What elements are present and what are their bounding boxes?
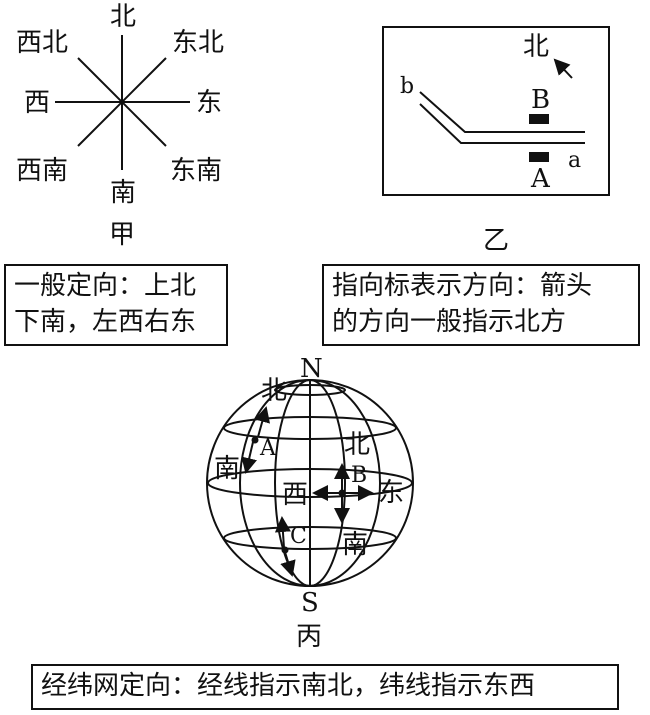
label-B-east: 东 — [378, 478, 405, 508]
label-B: B — [351, 463, 368, 488]
north-arrow-icon — [553, 58, 573, 79]
point-C — [281, 546, 289, 554]
map-frame — [382, 26, 610, 196]
rose-ne-sw-line — [77, 57, 167, 147]
caption-jia: 甲 — [109, 220, 136, 250]
dir-northwest: 西北 — [16, 28, 69, 58]
label-B-north: 北 — [344, 430, 371, 460]
note-jia-line2: 下南，左西右东 — [14, 307, 197, 337]
label-A-south: 南 — [214, 454, 241, 484]
dir-southwest: 西南 — [16, 156, 69, 186]
label-B: B — [531, 85, 551, 115]
caption-bing: 丙 — [296, 622, 323, 652]
label-B-south: 南 — [342, 530, 369, 560]
note-yi: 指向标表示方向：箭头 的方向一般指示北方 — [322, 264, 640, 346]
dir-east: 东 — [196, 88, 223, 118]
dir-northeast: 东北 — [172, 28, 225, 58]
caption-yi: 乙 — [483, 226, 510, 256]
note-jia: 一般定向：上北 下南，左西右东 — [4, 264, 228, 346]
parallel-north — [223, 416, 397, 440]
point-C-arrows — [274, 516, 296, 577]
point-A-arrows — [241, 406, 270, 474]
label-S: S — [301, 588, 319, 618]
road-end-a: a — [568, 148, 582, 173]
label-C: C — [290, 524, 307, 549]
label-A: A — [531, 164, 550, 194]
globe — [206, 379, 414, 587]
building-B — [529, 114, 549, 124]
note-yi-line1: 指向标表示方向：箭头 — [332, 271, 593, 301]
parallel-polar — [274, 384, 346, 396]
label-B-west: 西 — [282, 480, 309, 510]
equator — [207, 468, 413, 498]
meridian-2 — [274, 379, 346, 587]
note-jia-line1: 一般定向：上北 — [14, 271, 197, 301]
label-N: N — [300, 354, 323, 384]
note-yi-line2: 的方向一般指示北方 — [332, 307, 567, 337]
point-A — [251, 436, 259, 444]
point-B-arrows — [312, 463, 374, 524]
note-bing: 经纬网定向：经线指示南北，纬线指示东西 — [31, 664, 619, 710]
parallel-south — [223, 526, 397, 550]
label-A: A — [260, 436, 276, 461]
road-end-b: b — [400, 74, 415, 99]
dir-southeast: 东南 — [170, 156, 223, 186]
point-B — [338, 489, 346, 497]
dir-west: 西 — [24, 88, 51, 118]
building-A — [529, 152, 549, 162]
label-A-north: 北 — [261, 376, 288, 406]
dir-south: 南 — [110, 178, 137, 208]
compass-rose — [55, 35, 190, 170]
map-north-label: 北 — [523, 32, 550, 62]
road — [419, 91, 585, 144]
dir-north: 北 — [110, 2, 137, 32]
